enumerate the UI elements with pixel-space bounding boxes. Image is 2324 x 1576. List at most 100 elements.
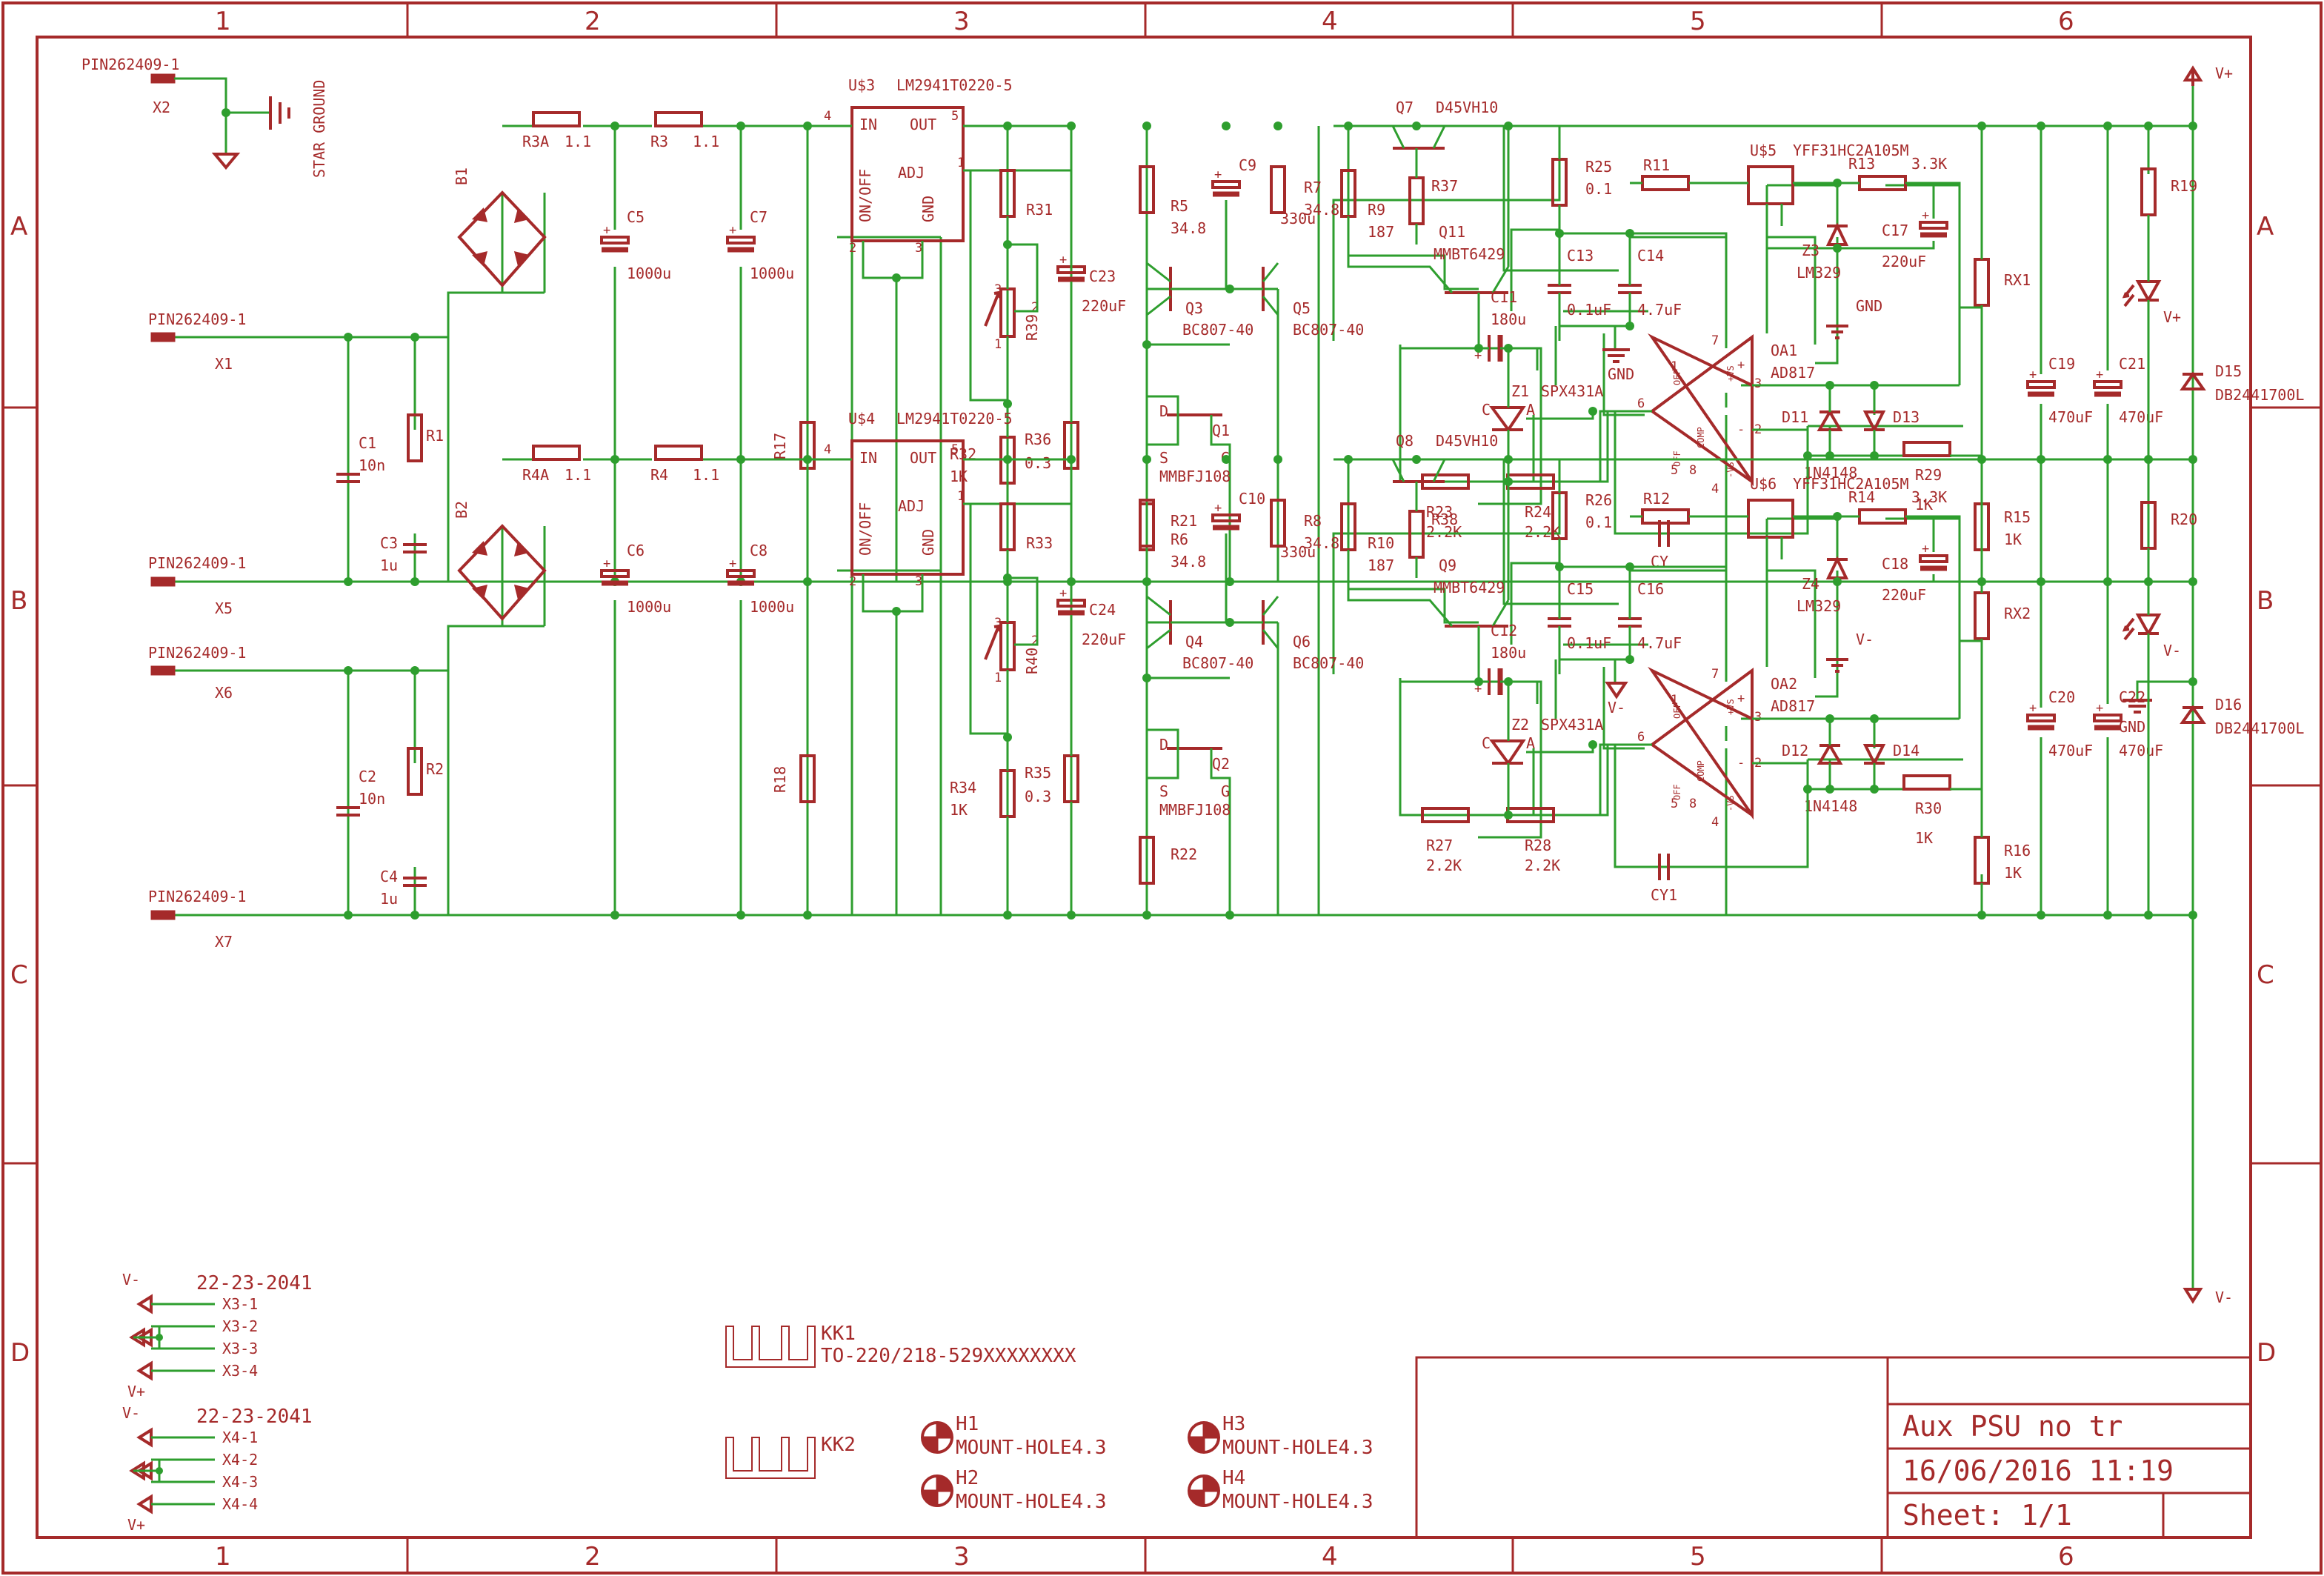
svg-text:4: 4 — [824, 442, 831, 457]
gnd-a: V- — [1608, 699, 1625, 716]
reg-pin-onoff: ON/OFF — [856, 502, 874, 556]
svg-text:+: + — [603, 223, 610, 238]
svg-text:5: 5 — [951, 442, 959, 457]
vplus-top: V+ — [2215, 64, 2233, 82]
rx-name: RX2 — [2004, 605, 2031, 622]
c21-value: 470uF — [2119, 742, 2163, 759]
r29-name: R29 — [1915, 466, 1942, 484]
res-x — [1974, 591, 1990, 640]
h3-name: H3 — [1222, 1413, 1245, 1435]
x-lower-name: X5 — [215, 599, 233, 617]
svg-text:8: 8 — [1689, 463, 1697, 478]
rlo-name: R34 — [950, 779, 976, 797]
cap-in — [336, 806, 360, 817]
zr-value: LM329 — [1797, 264, 1841, 282]
ur-name: U$6 — [1750, 475, 1777, 493]
voltage-reference-u — [1747, 165, 1794, 205]
mount-holes: H1 MOUNT-HOLE4.3 H2 MOUNT-HOLE4.3 H3 MOU… — [921, 1413, 1374, 1513]
zone-col-top-6: 6 — [2058, 7, 2074, 36]
r24-value: 2.2K — [1525, 857, 1560, 874]
opamp-vsm: -VS — [1725, 462, 1736, 478]
d-value: 1N4148 — [1804, 464, 1857, 482]
r9-value: 187 — [1368, 556, 1394, 574]
h3-part: MOUNT-HOLE4.3 — [1222, 1437, 1374, 1459]
c13-value: 0.1uF — [1567, 634, 1611, 652]
svg-text:6: 6 — [1637, 396, 1645, 411]
r13-value: 3.3K — [1911, 155, 1947, 173]
z-value: SPX431A — [1541, 716, 1603, 734]
qn-value: MMBT6429 — [1434, 579, 1505, 596]
connector-x4: V- 22-23-2041 X4-1 X4-2 X4-3 X4-4 V+ — [122, 1404, 313, 1534]
reg-value: LM2941T0220-5 — [896, 410, 1013, 428]
svg-text:7: 7 — [1711, 333, 1719, 348]
c14-value: 4.7uF — [1637, 301, 1682, 319]
zone-col-top-3: 3 — [953, 7, 970, 36]
c17-value: 220uF — [1882, 253, 1926, 270]
svg-text:6: 6 — [1637, 730, 1645, 745]
cap-in — [336, 473, 360, 483]
c9-name: C10 — [1239, 490, 1265, 508]
svg-text:A: A — [1526, 401, 1535, 419]
c11-value: 180u — [1491, 310, 1526, 328]
r11-name: R11 — [1643, 156, 1670, 174]
radj-name: R33 — [1026, 534, 1053, 552]
ur-name: U$5 — [1750, 142, 1777, 159]
mount-hole-h1: H1 MOUNT-HOLE4.3 — [921, 1413, 1107, 1459]
zone-col-bottom-1: 1 — [215, 1542, 231, 1572]
db-name: D14 — [1893, 742, 1920, 759]
cap-17: + — [1919, 542, 1948, 571]
svg-text:1: 1 — [957, 489, 965, 504]
zr-value: LM329 — [1797, 597, 1841, 615]
zone-col-bottom-4: 4 — [1322, 1542, 1338, 1572]
svg-text:+: + — [2029, 701, 2037, 716]
c9-value: 330u — [1280, 543, 1316, 561]
rpot-name: R39 — [1023, 314, 1041, 341]
svg-text:2: 2 — [849, 241, 856, 256]
opamp-vsp: +VS — [1725, 699, 1736, 715]
cx-value: 1u — [380, 556, 398, 574]
cx-name: C3 — [380, 534, 398, 552]
r25-name: R26 — [1585, 491, 1612, 509]
gnd-b: GND — [1856, 297, 1882, 315]
bridge-label: B1 — [453, 167, 470, 185]
qn-value: MMBT6429 — [1434, 245, 1505, 263]
x3-pin1: X3-1 — [222, 1295, 258, 1313]
svg-text:3: 3 — [994, 616, 1002, 631]
regulator-ic — [850, 439, 965, 576]
c19-value: 470uF — [2048, 408, 2093, 426]
reg-value: LM2941T0220-5 — [896, 76, 1013, 94]
res-in — [407, 413, 423, 462]
r13-name: R14 — [1848, 488, 1875, 506]
rlo-value: 1K — [950, 468, 968, 485]
zr-name: Z3 — [1802, 242, 1819, 259]
zone-row-left-D: D — [10, 1338, 30, 1368]
cx-value: 1u — [380, 890, 398, 908]
cap-14 — [1618, 284, 1642, 294]
c9-value: 330u — [1280, 210, 1316, 227]
svg-text:S: S — [1159, 449, 1168, 467]
x4-vplus: V+ — [127, 1516, 145, 1534]
re1-name: R5 — [1171, 197, 1188, 215]
x3-pin4: X3-4 — [222, 1362, 258, 1380]
star-ground-label: STAR GROUND — [310, 80, 328, 178]
qa-value: BC807-40 — [1182, 654, 1253, 672]
zone-row-right-A: A — [2257, 212, 2274, 242]
c13-value: 0.1uF — [1567, 301, 1611, 319]
radj-name: R31 — [1026, 201, 1053, 219]
qn-name: Q9 — [1439, 556, 1456, 574]
r15-name: R15 — [2004, 508, 2031, 526]
res-e2 — [1270, 499, 1286, 548]
reg-pin-out: OUT — [910, 116, 936, 133]
opamp-comp: COMP — [1696, 760, 1706, 782]
opamp-vsp: +VS — [1725, 365, 1736, 382]
qb-name: Q5 — [1293, 299, 1311, 317]
svg-text:1: 1 — [1671, 359, 1678, 374]
bridge-rectifier — [457, 524, 547, 622]
re1-value: 34.8 — [1171, 219, 1206, 237]
c21-value: 470uF — [2119, 408, 2163, 426]
svg-text:5: 5 — [951, 109, 959, 124]
res-a — [532, 111, 581, 127]
